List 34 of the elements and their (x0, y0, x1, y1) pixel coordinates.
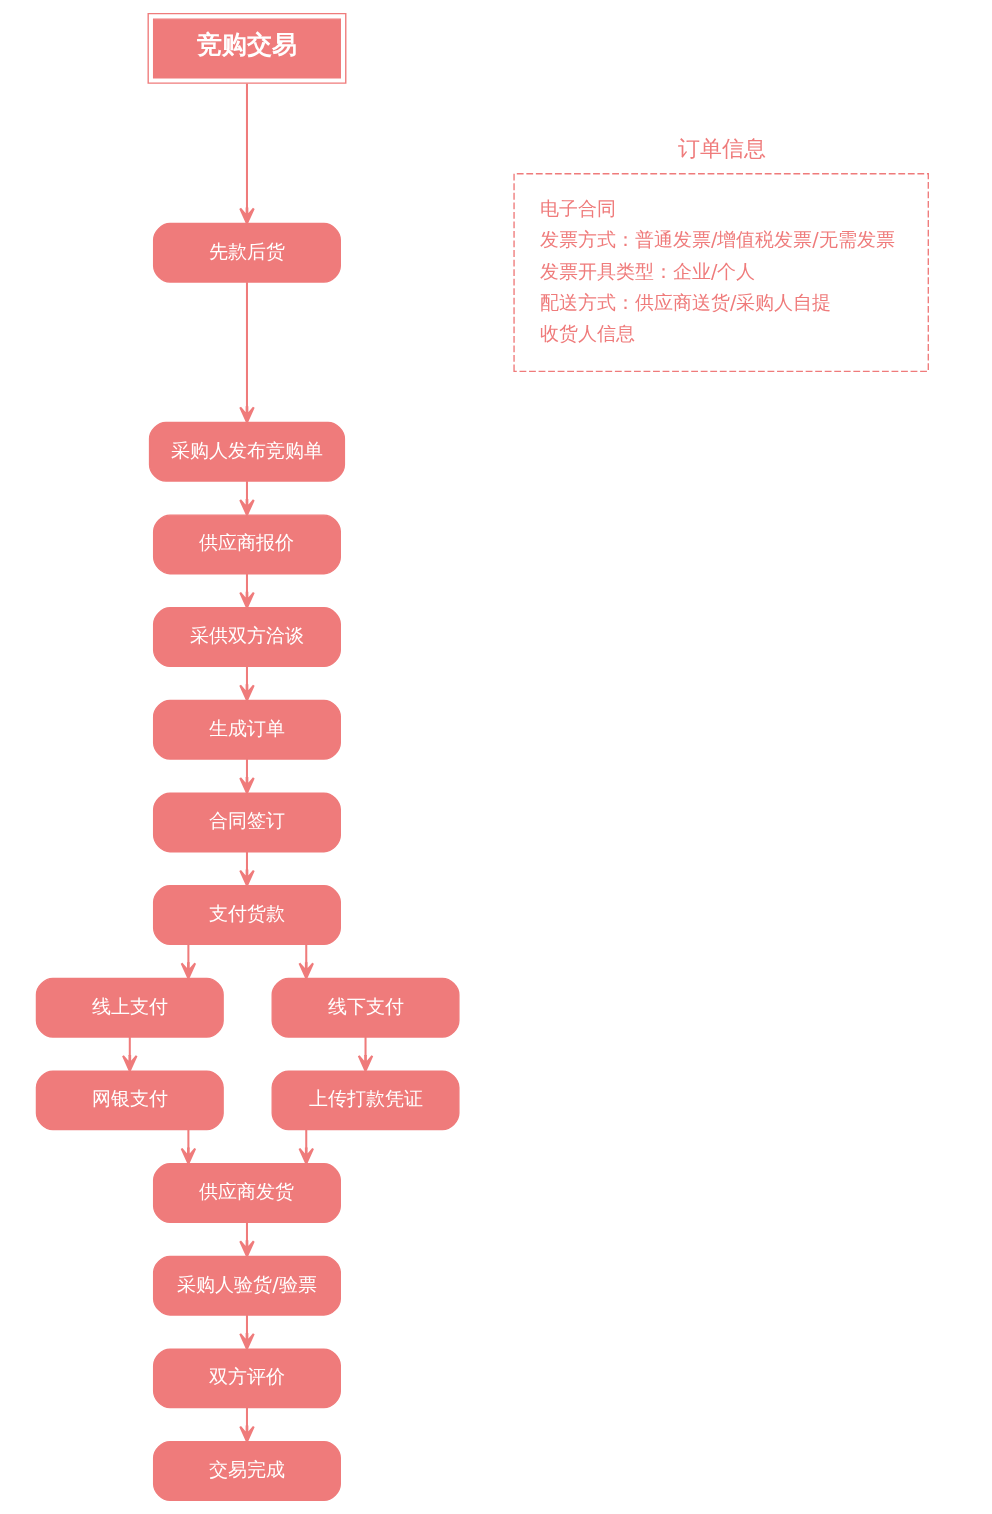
node-box: 竞购交易 (147, 13, 347, 84)
arrow (239, 481, 255, 516)
arrow (122, 1037, 138, 1072)
node-box: 电子合同 发票方式：普通发票/增值税发票/无需发票 发票开具类型：企业/个人 配送方式：供应商送货/采购人自提 收货人信息 (513, 173, 929, 373)
node-box: 采购人验货/验票 (152, 1255, 341, 1316)
arrow (298, 1129, 314, 1165)
arrow (357, 1037, 374, 1072)
node-box: 线上支付 (35, 977, 224, 1038)
arrow (180, 1129, 197, 1165)
node-box: 上传打款凭证 (271, 1070, 460, 1131)
arrow (239, 1222, 255, 1258)
node-label: 订单信息 (677, 135, 766, 161)
node-box: 供应商发货 (152, 1163, 341, 1223)
arrow (239, 83, 255, 225)
node-box: 采供双方洽谈 (152, 607, 341, 668)
arrow (239, 759, 255, 794)
arrow (180, 944, 197, 980)
node-box: 交易完成 (152, 1441, 341, 1501)
arrow (239, 1407, 255, 1443)
node-box: 支付货款 (152, 885, 341, 946)
node-box: 线下支付 (271, 977, 460, 1038)
node-box: 网银支付 (35, 1070, 224, 1131)
arrow (239, 573, 255, 609)
arrow (239, 1315, 255, 1350)
node-box: 合同签订 (152, 792, 341, 853)
arrow (239, 282, 255, 424)
node-box: 先款后货 (152, 222, 341, 283)
arrow (239, 851, 255, 887)
node-box: 采购人发布竞购单 (148, 421, 346, 482)
node-box: 生成订单 (152, 699, 341, 760)
node-box: 供应商报价 (152, 514, 341, 575)
node-box: 双方评价 (152, 1348, 341, 1409)
arrow (298, 944, 314, 980)
arrow (239, 666, 255, 702)
